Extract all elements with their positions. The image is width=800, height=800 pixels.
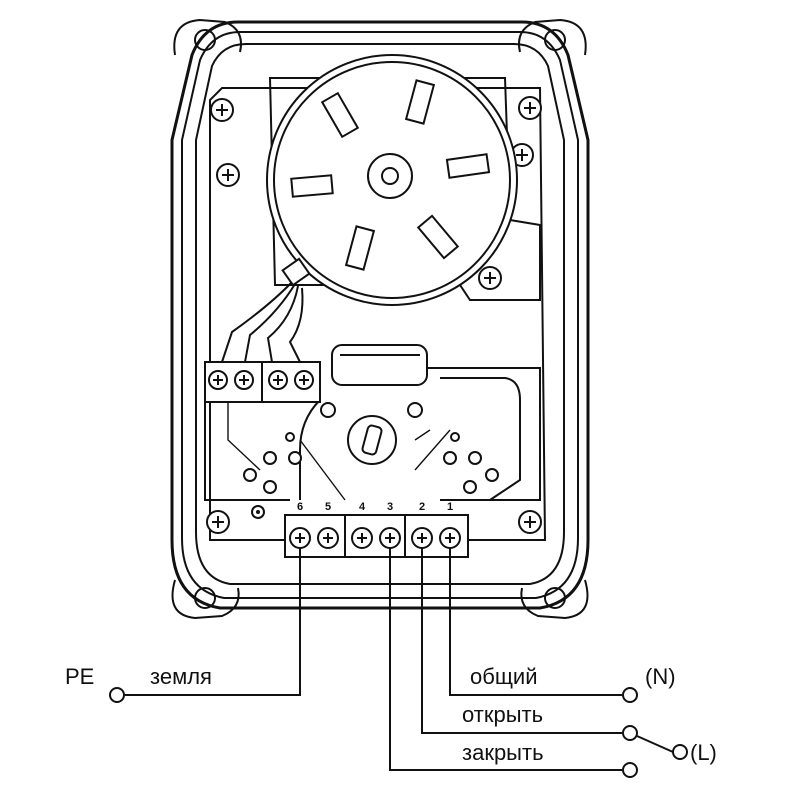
label-phase: (L) bbox=[690, 740, 717, 765]
open-contact bbox=[622, 725, 638, 741]
terminal-number: 1 bbox=[447, 501, 453, 513]
motor bbox=[266, 54, 541, 306]
terminal-number: 6 bbox=[297, 501, 303, 513]
label-neutral: (N) bbox=[645, 664, 676, 689]
motor-terminal-block bbox=[204, 361, 321, 403]
external-wiring bbox=[109, 548, 688, 778]
terminal-6 bbox=[289, 527, 311, 549]
wire-open bbox=[421, 548, 622, 734]
wire-close bbox=[389, 548, 622, 771]
terminal-block-body bbox=[284, 514, 469, 558]
phase-contact bbox=[672, 744, 688, 760]
terminal-number: 5 bbox=[325, 501, 331, 513]
terminal-number: 2 bbox=[419, 501, 425, 513]
label-common: общий bbox=[470, 664, 538, 689]
terminal-2 bbox=[411, 527, 433, 549]
close-contact bbox=[622, 762, 638, 778]
label-earth: земля bbox=[150, 664, 212, 689]
terminal-5 bbox=[317, 527, 339, 549]
wire-labels: PE земля общий (N) открыть закрыть (L) bbox=[65, 664, 717, 765]
neutral-contact bbox=[622, 687, 638, 703]
circuit-board bbox=[204, 344, 541, 519]
terminal-4 bbox=[351, 527, 373, 549]
terminal-1 bbox=[439, 527, 461, 549]
terminal-number: 3 bbox=[387, 501, 393, 513]
motor-leads bbox=[221, 281, 304, 363]
selector-switch-arm bbox=[636, 735, 674, 753]
terminal-number: 4 bbox=[359, 501, 366, 513]
label-pe: PE bbox=[65, 664, 94, 689]
wire-earth bbox=[125, 548, 301, 696]
main-terminal-block: 6 5 4 3 2 1 bbox=[284, 501, 469, 558]
capacitor bbox=[331, 344, 428, 386]
terminal-3 bbox=[379, 527, 401, 549]
earth-contact bbox=[109, 687, 125, 703]
label-open: открыть bbox=[462, 702, 543, 727]
disc-slots bbox=[290, 79, 491, 271]
corner-screws bbox=[206, 96, 542, 534]
wire-common bbox=[449, 548, 622, 696]
label-close: закрыть bbox=[462, 740, 544, 765]
motor-shaft-hub bbox=[367, 153, 413, 199]
